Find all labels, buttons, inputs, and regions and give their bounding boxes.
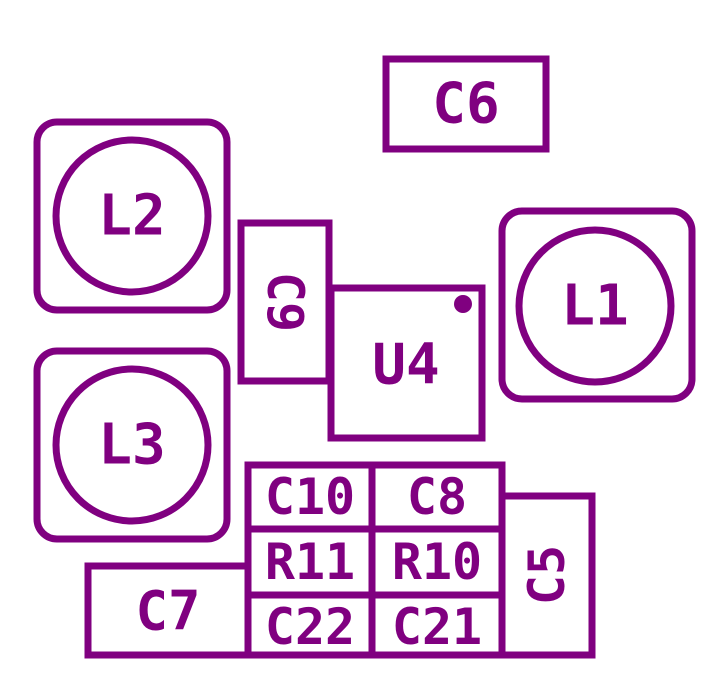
c7-label: C7 bbox=[135, 580, 200, 643]
l3-coil-circle bbox=[52, 365, 212, 525]
component-u4[interactable]: U4 bbox=[327, 284, 486, 442]
component-l2[interactable]: L2 bbox=[33, 118, 231, 314]
l1-outline bbox=[498, 207, 696, 403]
component-c6[interactable]: C6 bbox=[382, 55, 550, 153]
component-c22[interactable]: C22 bbox=[244, 591, 376, 659]
l1-coil-circle bbox=[515, 226, 675, 386]
component-c21[interactable]: C21 bbox=[368, 591, 506, 659]
c6-outline bbox=[382, 55, 550, 153]
l3-label: L3 bbox=[98, 413, 165, 478]
l2-coil-circle bbox=[52, 136, 212, 296]
component-r11[interactable]: R11 bbox=[244, 525, 376, 599]
l3-outline bbox=[33, 347, 231, 543]
component-c10[interactable]: C10 bbox=[244, 461, 376, 533]
component-c8[interactable]: C8 bbox=[368, 461, 506, 533]
u4-outline bbox=[327, 284, 486, 442]
component-c7[interactable]: C7 bbox=[84, 562, 252, 659]
r11-label: R11 bbox=[265, 533, 355, 591]
c22-label: C22 bbox=[265, 598, 355, 656]
c21-label: C21 bbox=[392, 598, 482, 656]
component-c5[interactable]: C5 bbox=[498, 492, 596, 659]
l2-outline bbox=[33, 118, 231, 314]
c9-label: C9 bbox=[256, 272, 314, 332]
c8-label: C8 bbox=[407, 468, 467, 526]
l1-label: L1 bbox=[561, 274, 628, 339]
u4-pin1-dot-icon bbox=[454, 295, 472, 313]
component-l1[interactable]: L1 bbox=[498, 207, 696, 403]
l2-label: L2 bbox=[98, 184, 165, 249]
c5-outline bbox=[498, 492, 596, 659]
component-l3[interactable]: L3 bbox=[33, 347, 231, 543]
c10-label: C10 bbox=[265, 468, 355, 526]
u4-label: U4 bbox=[372, 333, 439, 398]
c7-outline bbox=[84, 562, 252, 659]
component-c9[interactable]: C9 bbox=[237, 219, 333, 385]
component-r10[interactable]: R10 bbox=[368, 525, 506, 599]
c5-label: C5 bbox=[518, 545, 576, 605]
c6-label: C6 bbox=[432, 72, 499, 137]
r10-label: R10 bbox=[392, 533, 482, 591]
